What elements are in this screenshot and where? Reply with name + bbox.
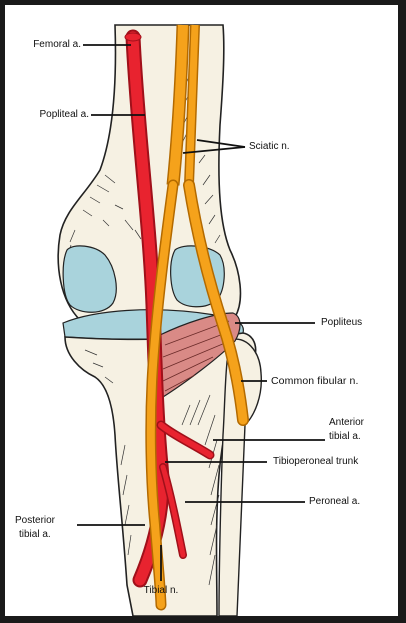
label-sciatic-nerve: Sciatic n. [249, 141, 290, 152]
nerves [145, 24, 249, 611]
medial-condyle-cartilage [62, 245, 117, 313]
leader-sciatic-2 [182, 146, 246, 154]
label-anterior-tibial-line1: Anterior [329, 417, 365, 428]
label-tibioperoneal-trunk: Tibioperoneal trunk [273, 456, 359, 467]
leader-sciatic-1 [196, 139, 246, 148]
label-posterior-tibial-line2: tibial a. [19, 529, 51, 540]
fibula-head [218, 338, 262, 616]
label-anterior-tibial-line2: tibial a. [329, 431, 361, 442]
label-common-fibular-nerve: Common fibular n. [271, 375, 359, 387]
leader-lines [77, 44, 325, 581]
label-peroneal-artery: Peroneal a. [309, 496, 361, 507]
knee-anatomy-illustration [57, 24, 325, 616]
label-tibial-nerve: Tibial n. [143, 585, 179, 596]
illustration-panel: Femoral a. Popliteal a. Sciatic n. Popli… [5, 5, 398, 616]
label-femoral-artery: Femoral a. [33, 39, 81, 50]
popliteus-striations [162, 320, 232, 392]
label-popliteal-artery: Popliteal a. [39, 109, 89, 120]
label-popliteus: Popliteus [321, 317, 363, 328]
label-posterior-tibial-line1: Posterior [15, 515, 56, 526]
